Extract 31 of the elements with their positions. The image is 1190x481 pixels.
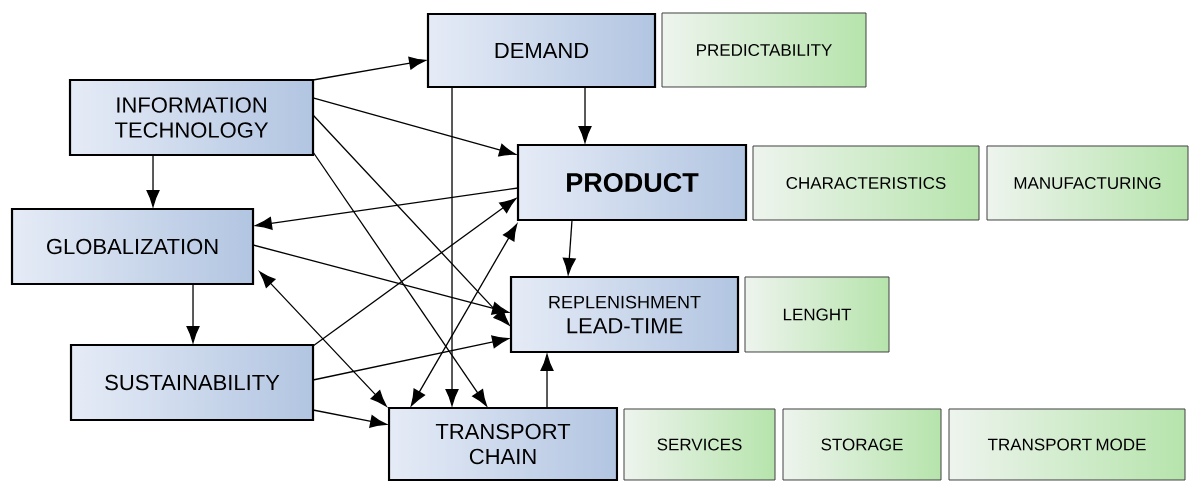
arrow — [578, 86, 592, 143]
arrow — [312, 335, 509, 381]
arrow — [255, 187, 519, 230]
process-box: SUSTAINABILITY — [69, 343, 315, 422]
attribute-box: MANUFACTURING — [986, 145, 1189, 221]
arrow — [410, 223, 518, 407]
arrow — [312, 114, 510, 326]
attribute-box: SERVICES — [623, 408, 776, 481]
attribute-box: CHARACTERISTICS — [752, 145, 980, 221]
attribute-box: PREDICTABILITY — [661, 12, 867, 88]
arrow — [562, 219, 576, 275]
attribute-box: STORAGE — [782, 408, 942, 481]
arrow — [312, 56, 426, 81]
process-box: INFORMATION TECHNOLOGY — [68, 78, 315, 157]
arrow — [312, 151, 488, 407]
process-box: PRODUCT — [516, 143, 748, 222]
arrow — [146, 154, 160, 207]
attribute-box: TRANSPORT MODE — [948, 408, 1186, 481]
arrow — [259, 271, 387, 407]
arrow — [312, 409, 387, 428]
arrow — [186, 283, 200, 343]
process-box: TRANSPORT CHAIN — [387, 406, 619, 481]
arrow — [312, 97, 517, 157]
attribute-box: LENGHT — [744, 276, 890, 353]
process-box: DEMAND — [426, 12, 657, 89]
arrow — [312, 197, 517, 347]
process-box: REPLENISHMENT LEAD-TIME — [509, 275, 740, 354]
arrow — [252, 244, 510, 315]
arrow — [445, 86, 459, 406]
process-box: GLOBALIZATION — [10, 207, 255, 286]
arrow — [540, 354, 554, 409]
